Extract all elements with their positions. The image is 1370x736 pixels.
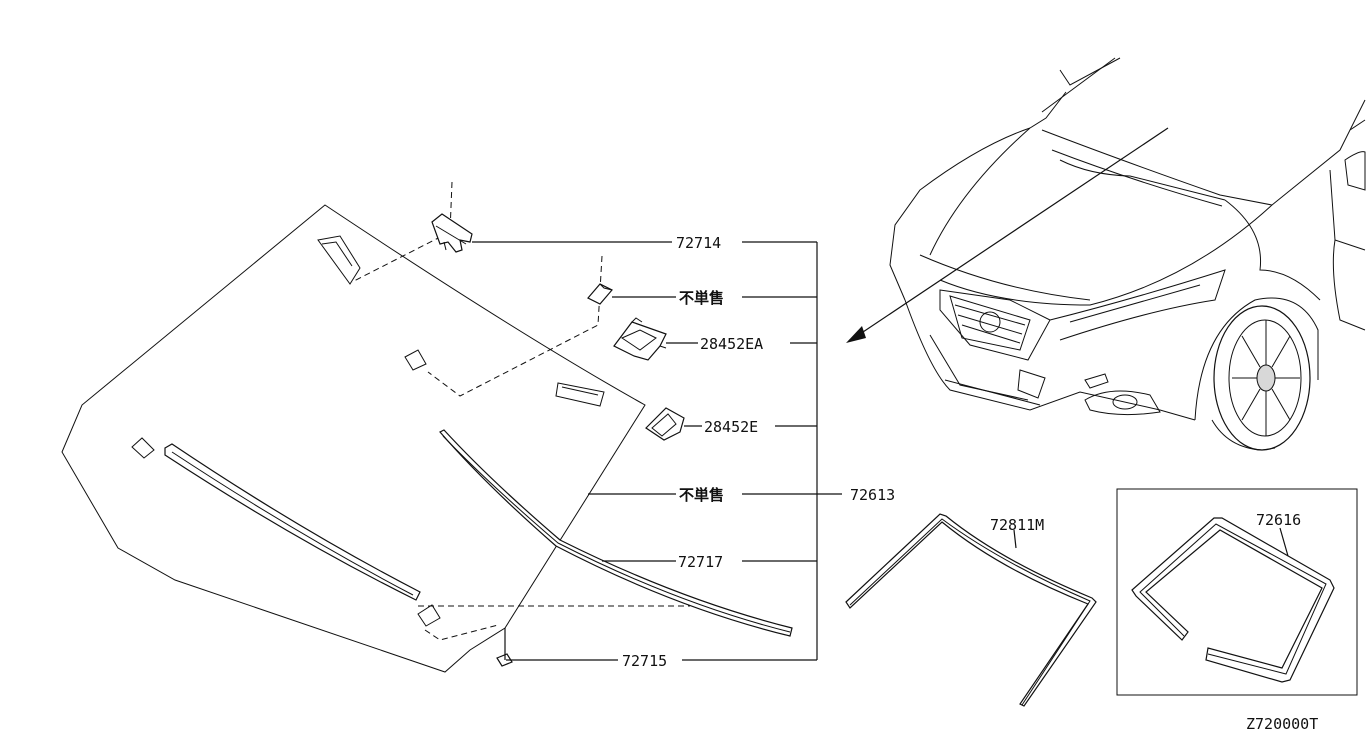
sensor-bracket-28452EA[interactable] bbox=[613, 317, 667, 361]
glass-mirror-pad bbox=[317, 235, 361, 285]
label-72616: 72616 bbox=[1256, 511, 1301, 529]
dam-rubber-72811M[interactable] bbox=[845, 513, 1097, 707]
seal-72616[interactable] bbox=[1131, 517, 1335, 683]
leader-lines bbox=[472, 241, 842, 661]
label-not-sold-2: 不単售 bbox=[679, 486, 724, 504]
bracket-not-sold-1[interactable] bbox=[587, 283, 613, 305]
label-72811M: 72811M bbox=[990, 516, 1044, 534]
leader-72811M bbox=[1013, 529, 1017, 549]
mirror-base-72714[interactable] bbox=[431, 213, 473, 253]
label-28452E: 28452E bbox=[704, 418, 758, 436]
windshield-molding-72717[interactable] bbox=[439, 429, 793, 637]
glass-lower-tab bbox=[417, 604, 441, 627]
glass-frit-band bbox=[555, 382, 605, 407]
figure-code: Z720000T bbox=[1246, 715, 1318, 733]
glass-corner-tab bbox=[131, 437, 155, 459]
sensor-cover-28452E[interactable] bbox=[645, 407, 685, 441]
sensor-area-dashed-outline bbox=[351, 181, 690, 641]
inset-box-72616 bbox=[1116, 488, 1358, 696]
label-72613: 72613 bbox=[850, 486, 895, 504]
label-not-sold-1: 不単售 bbox=[679, 289, 724, 307]
glass-side-molding-strip bbox=[164, 443, 421, 601]
vehicle-front-illustration bbox=[846, 57, 1366, 451]
windshield-glass[interactable] bbox=[61, 204, 646, 673]
label-72714: 72714 bbox=[676, 234, 721, 252]
label-28452EA: 28452EA bbox=[700, 335, 763, 353]
label-72717: 72717 bbox=[678, 553, 723, 571]
leader-72616 bbox=[1279, 527, 1289, 557]
glass-sensor-window bbox=[404, 349, 427, 371]
label-72715: 72715 bbox=[622, 652, 667, 670]
